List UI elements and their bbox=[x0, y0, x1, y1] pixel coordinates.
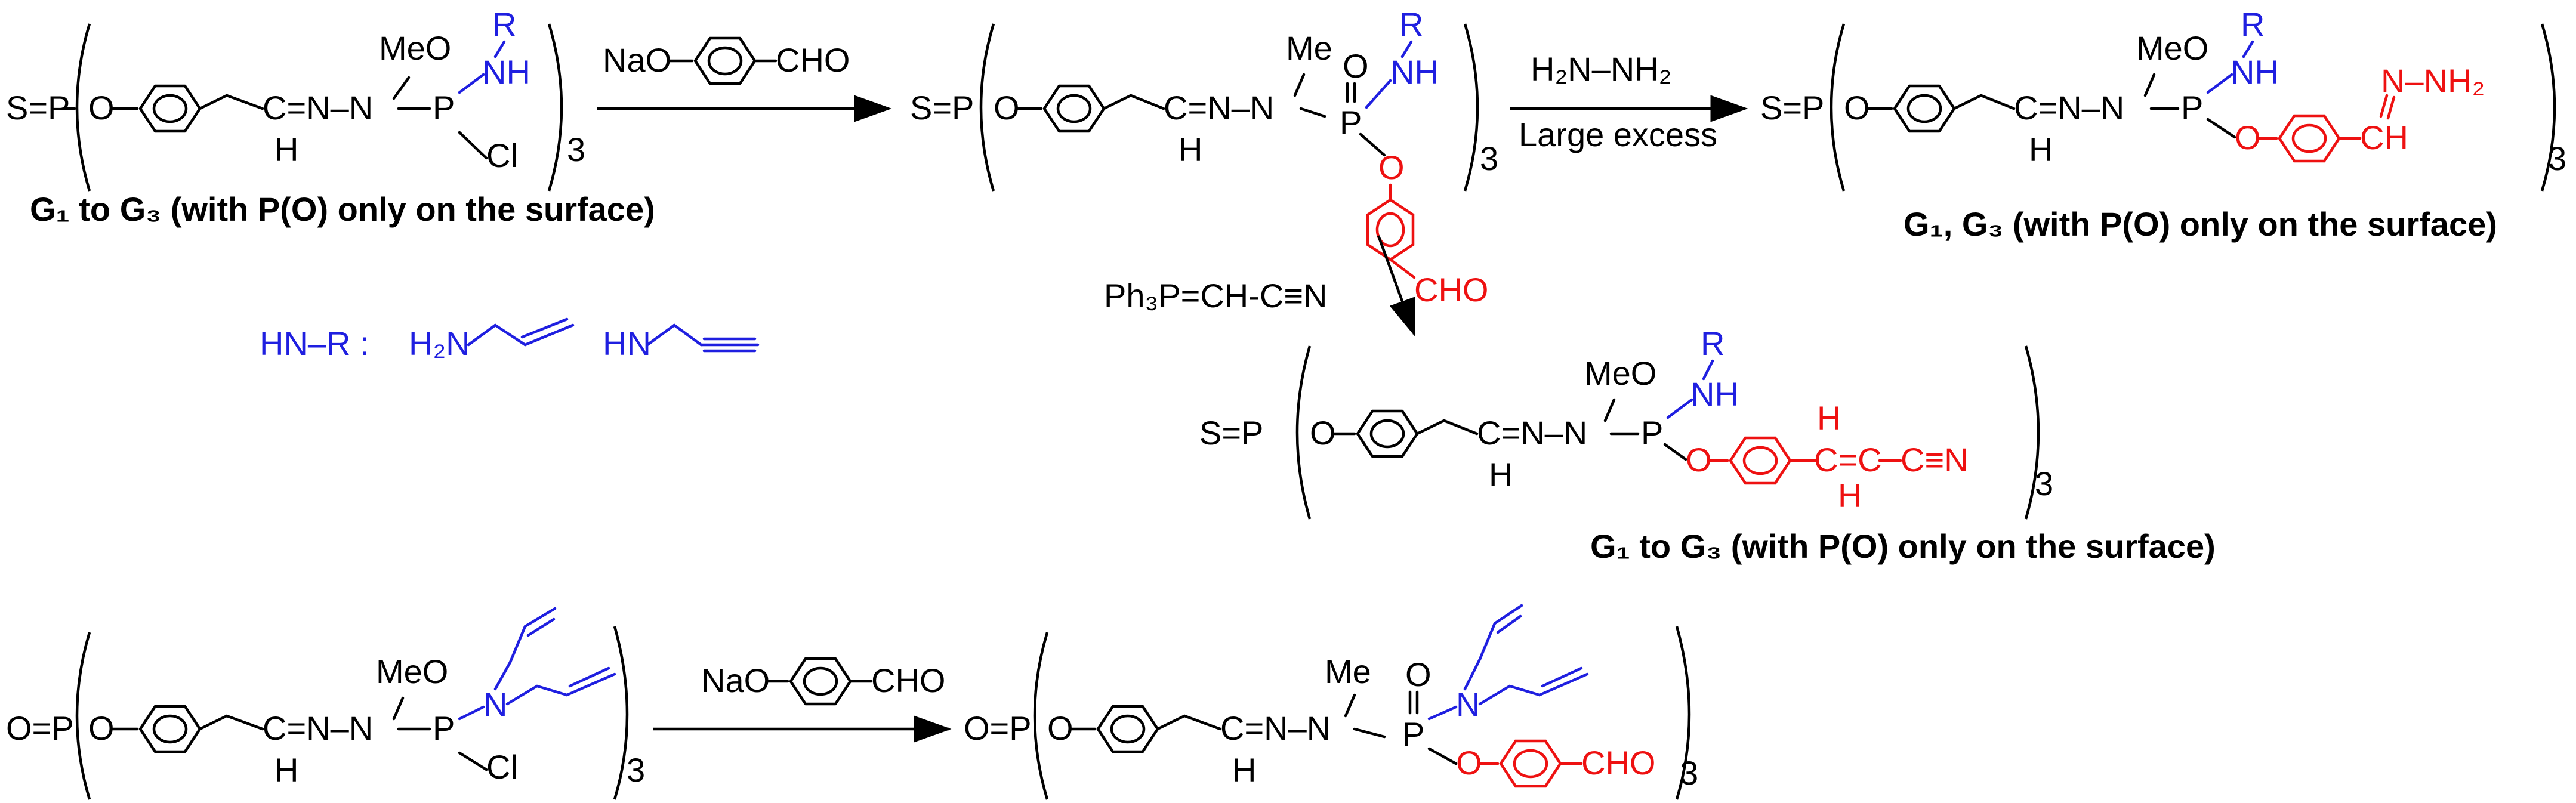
subscript-3: 3 bbox=[627, 751, 645, 789]
me-label: Me bbox=[1325, 653, 1371, 690]
subscript-3: 3 bbox=[2035, 465, 2053, 502]
h-label: H bbox=[274, 131, 298, 168]
aryloxy-o-label: O bbox=[1378, 149, 1405, 186]
legend-label: HN–R : bbox=[260, 325, 369, 362]
core-label: O=P bbox=[6, 709, 74, 747]
h-label: H bbox=[1489, 456, 1513, 493]
o-label: O bbox=[1047, 709, 1073, 747]
me-o-label: MeO bbox=[2136, 29, 2208, 67]
imine-label: C=N–N bbox=[263, 709, 373, 747]
aryloxy-o-label: O bbox=[1456, 744, 1482, 782]
aldehyde-label: CHO bbox=[1581, 744, 1655, 782]
h-label: H bbox=[1179, 131, 1202, 168]
reagent-large-excess: Large excess bbox=[1519, 116, 1717, 153]
aldehyde-label: CHO bbox=[1414, 271, 1488, 308]
caption-1: G₁ to G₃ (with P(O) only on the surface) bbox=[30, 190, 655, 228]
reagent-4-cho: CHO bbox=[871, 662, 945, 699]
r-label: R bbox=[2241, 5, 2265, 43]
core-label: S=P bbox=[1760, 89, 1824, 126]
core-label: S=P bbox=[6, 89, 70, 126]
molecule-1: S=P O C=N–N H MeO P Cl NH R 3 bbox=[6, 5, 585, 192]
reagent-4: NaO CHO bbox=[701, 659, 945, 704]
vinyl-h-top: H bbox=[1817, 399, 1841, 437]
molecule-6: O=P O C=N–N H Me O P N O bbox=[964, 604, 1698, 800]
nh-label: NH bbox=[2231, 53, 2279, 91]
diallyl-n-label: N bbox=[1456, 685, 1480, 723]
imine-label: C=N–N bbox=[1477, 414, 1587, 452]
core-label: S=P bbox=[910, 89, 974, 126]
subscript-3: 3 bbox=[1480, 140, 1498, 177]
p-label: P bbox=[433, 89, 455, 126]
o-label: O bbox=[1844, 89, 1870, 126]
reagent-1: NaO CHO bbox=[603, 38, 850, 84]
hydrazone-ch-label: CH bbox=[2360, 119, 2408, 156]
me-o-label: MeO bbox=[379, 29, 451, 67]
molecule-2: S=P O C=N–N H Me O P NH R O CHO 3 bbox=[910, 5, 1498, 308]
hydrazone-n-nh2-label: N–NH₂ bbox=[2381, 62, 2485, 100]
vinyl-h-bottom: H bbox=[1838, 477, 1862, 514]
molecule-5: O=P O C=N–N H MeO P Cl N 3 bbox=[6, 607, 645, 800]
r-label: R bbox=[492, 5, 516, 43]
p-label: P bbox=[1340, 104, 1362, 141]
vinyl-label: C=C bbox=[1814, 441, 1882, 478]
aryloxy-o-label: O bbox=[1686, 441, 1712, 478]
caption-2: G₁, G₃ (with P(O) only on the surface) bbox=[1904, 205, 2497, 243]
reagent-1-nao: NaO bbox=[603, 41, 671, 79]
nh-label: NH bbox=[482, 53, 530, 91]
imine-label: C=N–N bbox=[2014, 89, 2124, 126]
h-label: H bbox=[1232, 751, 1256, 789]
reagent-1-cho: CHO bbox=[776, 41, 850, 79]
core-label: S=P bbox=[1199, 414, 1263, 452]
nitrile-label: C≡N bbox=[1901, 441, 1969, 478]
propargylamine-label: HN bbox=[603, 325, 651, 362]
aryloxy-o-label: O bbox=[2235, 119, 2261, 156]
subscript-3: 3 bbox=[2548, 140, 2566, 177]
reagent-4-nao: NaO bbox=[701, 662, 770, 699]
p-label: P bbox=[1402, 715, 1424, 753]
o-label: O bbox=[994, 89, 1020, 126]
molecule-3: S=P O C=N–N H MeO P NH R O CH N–NH₂ bbox=[1760, 5, 2566, 192]
imine-label: C=N–N bbox=[263, 89, 373, 126]
r-group-legend: HN–R : H₂N HN bbox=[260, 317, 760, 362]
nh-label: NH bbox=[1390, 53, 1439, 91]
imine-label: C=N–N bbox=[1164, 89, 1274, 126]
reaction-arrow-3 bbox=[1377, 235, 1416, 337]
imine-label: C=N–N bbox=[1220, 709, 1331, 747]
diallyl-n-label: N bbox=[483, 685, 507, 723]
p-label: P bbox=[1641, 414, 1663, 452]
cl-label: Cl bbox=[486, 748, 518, 786]
allylamine-label: H₂N bbox=[409, 325, 470, 362]
subscript-3: 3 bbox=[1680, 754, 1698, 792]
reagent-wittig: Ph₃P=CH-C≡N bbox=[1104, 277, 1327, 314]
h-label: H bbox=[2029, 131, 2053, 168]
p-label: P bbox=[433, 709, 455, 747]
p-oxo-label: O bbox=[1405, 656, 1432, 693]
me-o-label: MeO bbox=[1584, 354, 1656, 392]
core-label: O=P bbox=[964, 709, 1032, 747]
me-label: Me bbox=[1286, 29, 1332, 67]
r-label: R bbox=[1701, 325, 1724, 362]
reagent-hydrazine: H₂N–NH₂ bbox=[1531, 50, 1671, 88]
o-label: O bbox=[1310, 414, 1336, 452]
caption-3: G₁ to G₃ (with P(O) only on the surface) bbox=[1590, 527, 2216, 565]
molecule-4: S=P O C=N–N H MeO P NH R O H C=C H C≡N bbox=[1199, 325, 2053, 520]
subscript-3: 3 bbox=[567, 131, 585, 168]
me-o-label: MeO bbox=[376, 653, 448, 690]
p-label: P bbox=[2181, 89, 2203, 126]
h-label: H bbox=[274, 751, 298, 789]
cl-label: Cl bbox=[486, 137, 518, 174]
p-oxo-label: O bbox=[1343, 47, 1369, 85]
nh-label: NH bbox=[1690, 375, 1739, 413]
o-label: O bbox=[88, 709, 115, 747]
o-label: O bbox=[88, 89, 115, 126]
r-label: R bbox=[1399, 5, 1423, 43]
